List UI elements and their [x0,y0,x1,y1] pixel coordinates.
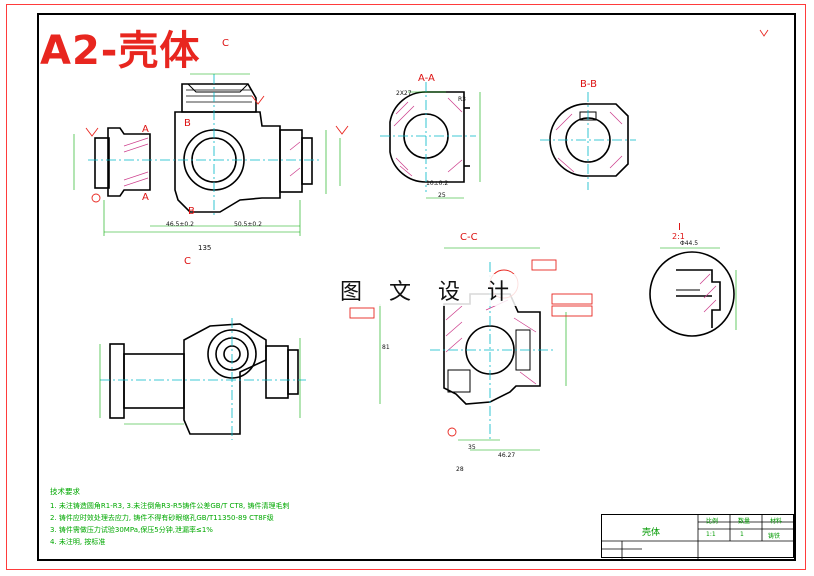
section-cc [443,293,541,405]
drawing-title: A2-壳体 [40,28,201,74]
dim-overall: 135 [198,244,212,252]
title-block-qty-value: 1 [740,531,744,538]
detail-scale: 2:1 [672,232,685,241]
title-block: 壳体 比例 数量 材料 1:1 1 铸铁 [601,514,795,559]
technical-notes-header: 技术要求 [50,487,80,496]
front-view-hatch [123,137,301,187]
dim-cc-base: 28 [456,466,464,473]
dim-left: 46.5±0.2 [166,221,194,228]
cut-label-c-bottom: C [184,256,191,267]
section-aa [389,91,470,183]
technical-note-4: 4. 未注明, 按标准 [50,538,106,546]
dim-cc-height: 81 [382,344,390,351]
cut-label-b-top: B [184,118,191,129]
bottom-view [109,323,299,435]
title-block-material-header: 材料 [770,518,783,525]
section-label-bb: B-B [580,79,597,90]
front-view-centerlines [88,74,320,216]
dim-cc-bottom: 35 [468,444,476,451]
dim-right: 50.5±0.2 [234,221,262,228]
dim-cc-span: 46.27 [498,452,516,459]
title-block-part-name: 壳体 [642,528,661,538]
cut-label-c-top: C [222,38,229,49]
dim-aa-radius: R3 [458,96,466,103]
section-label-cc: C-C [460,232,478,243]
dim-detail-dia: Φ44.5 [680,240,699,247]
watermark-text: 图 文 设 计 [336,274,523,306]
title-block-grid [602,515,795,559]
front-view [94,83,313,213]
detail-label: I [678,222,681,233]
title-block-scale-value: 1:1 [706,531,716,538]
technical-note-1: 1. 未注铸造圆角R1-R3, 3.未注倒角R3-R5铸件公差GB/T CT8,… [50,502,290,510]
outer-border [6,4,806,570]
cut-label-b-bottom: B [188,206,195,217]
technical-note-2: 2. 铸件应时效处理去应力, 铸件不得有砂眼缩孔GB/T11350-89 CT8… [50,514,274,522]
inner-frame [37,13,796,561]
technical-notes: 技术要求 1. 未注铸造圆角R1-R3, 3.未注倒角R3-R5铸件公差GB/T… [50,486,290,548]
front-view-dims [73,73,341,236]
title-block-qty-header: 数量 [738,518,751,525]
dim-aa-width: 25 [438,192,446,199]
annotation-marks [85,29,769,437]
cut-label-a-top: A [142,124,149,135]
bottom-view-centerlines [100,318,306,440]
dim-aa-holes: 2X27 [396,90,412,97]
section-label-aa: A-A [418,73,435,84]
dim-aa-offset: 10±0.2 [426,180,449,187]
cut-label-a-bottom: A [142,192,149,203]
title-block-scale-header: 比例 [706,518,719,525]
detail-i [649,251,735,337]
title-block-material-value: 铸铁 [768,533,781,540]
technical-note-3: 3. 铸件需做压力试验30MPa,保压5分钟,泄漏率≤1% [50,526,213,534]
section-aa-hatch [393,97,463,177]
